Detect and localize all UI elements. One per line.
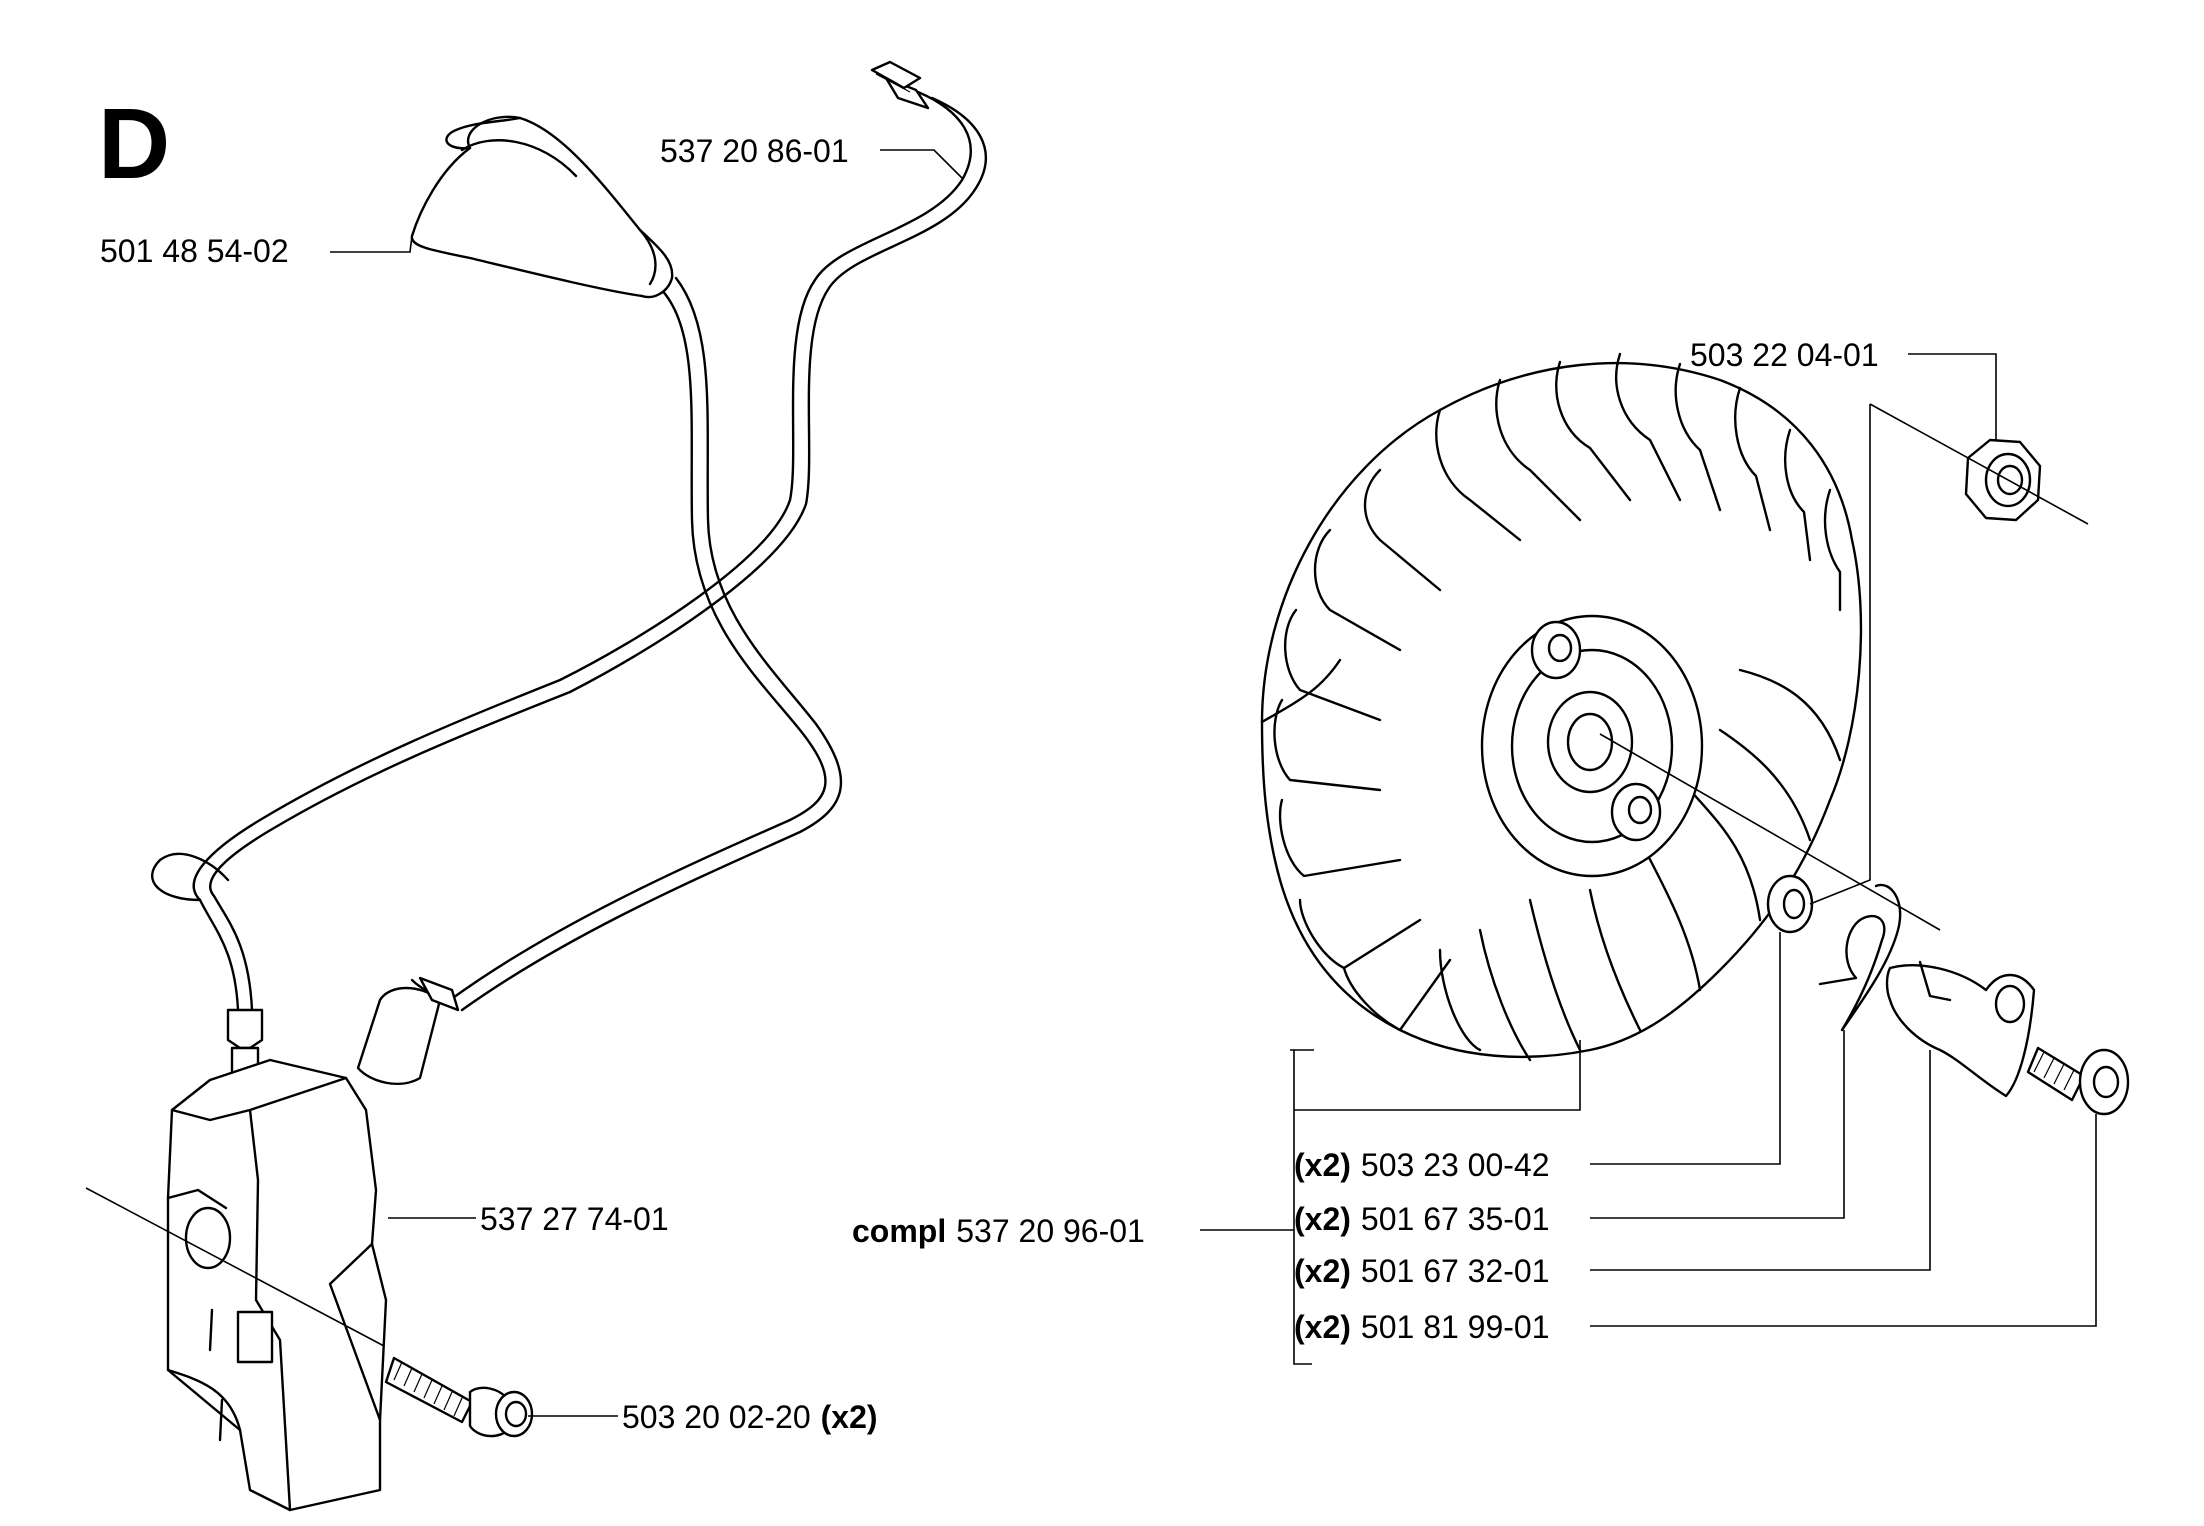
callout-washer-qty: (x2) (1294, 1147, 1351, 1183)
callout-spring-qty: (x2) (1294, 1201, 1351, 1237)
flywheel (1260, 352, 1863, 1062)
leader-washer (1590, 932, 1781, 1165)
module-screw (384, 1356, 534, 1438)
callout-washer: (x2) 503 23 00-42 (1294, 1147, 1550, 1183)
callout-flywheel-compl-prefix: compl (852, 1213, 946, 1249)
ht-cable (448, 276, 843, 1012)
callout-spring: (x2) 501 67 35-01 (1294, 1201, 1550, 1237)
pawl (1885, 960, 2036, 1098)
callout-shoulder-screw: (x2) 501 81 99-01 (1294, 1309, 1550, 1345)
callout-module-screw: 503 20 02-20 (x2) (622, 1399, 878, 1435)
callout-shoulder-screw-qty: (x2) (1294, 1309, 1351, 1345)
washer (1766, 874, 1814, 934)
short-circuit-cable (151, 60, 987, 1082)
callout-module-screw-number: 503 20 02-20 (622, 1399, 811, 1435)
callout-pawl-qty: (x2) (1294, 1253, 1351, 1289)
callout-module-screw-qty: (x2) (821, 1399, 878, 1435)
axis-line-left (85, 1187, 385, 1347)
bracket-compl (1290, 1049, 1312, 1365)
leader-pawl (1590, 1050, 1931, 1271)
callout-pawl-number: 501 67 32-01 (1361, 1253, 1550, 1289)
leader-spark-plug-cap (330, 235, 413, 253)
axis-line-nut (1869, 403, 2089, 525)
leader-flywheel-nut (1908, 353, 1997, 440)
flywheel-nut (1964, 438, 2042, 522)
leader-nut-axis (1809, 404, 1871, 905)
callout-flywheel-compl-number: 537 20 96-01 (956, 1213, 1145, 1249)
leader-flywheel (1294, 1040, 1581, 1111)
callout-flywheel-compl: compl 537 20 96-01 (852, 1213, 1145, 1249)
spring (1818, 883, 1902, 1032)
leader-short-circuit-cable (880, 149, 963, 179)
ignition-module (166, 976, 460, 1512)
callout-flywheel-nut: 503 22 04-01 (1690, 337, 1879, 373)
shoulder-screw (2026, 1046, 2130, 1116)
callout-pawl: (x2) 501 67 32-01 (1294, 1253, 1550, 1289)
axis-line-right (1599, 733, 1941, 931)
section-label: D (98, 88, 170, 200)
leader-shoulder-screw (1590, 1114, 2097, 1327)
callout-spark-plug-cap: 501 48 54-02 (100, 233, 289, 269)
callout-shoulder-screw-number: 501 81 99-01 (1361, 1309, 1550, 1345)
callout-ignition-module: 537 27 74-01 (480, 1201, 669, 1237)
callout-spring-number: 501 67 35-01 (1361, 1201, 1550, 1237)
spark-plug-cap (410, 115, 674, 299)
leader-spring (1590, 1030, 1845, 1219)
callout-washer-number: 503 23 00-42 (1361, 1147, 1550, 1183)
callout-short-circuit-cable: 537 20 86-01 (660, 133, 849, 169)
